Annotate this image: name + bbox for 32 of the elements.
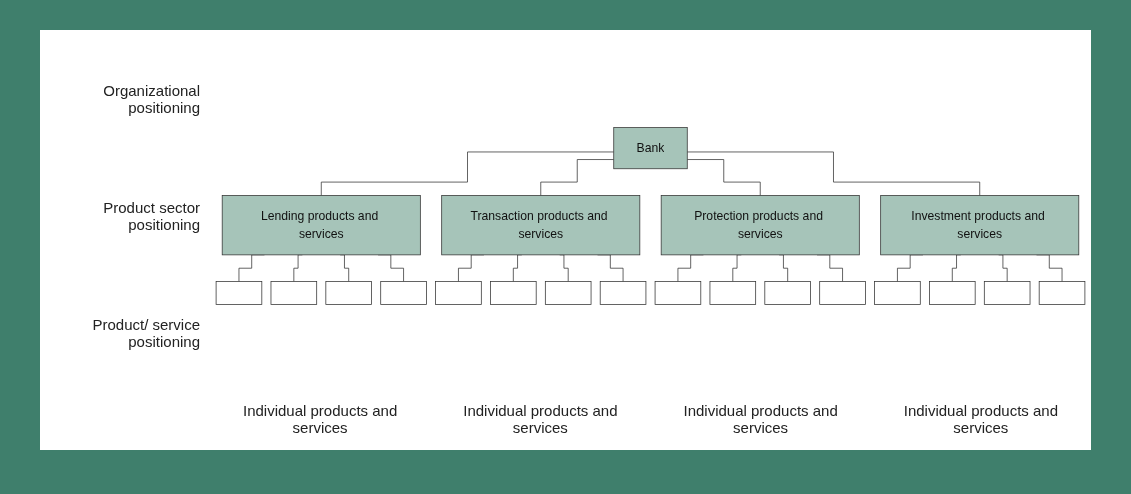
node-box [380, 281, 427, 305]
node-box [490, 281, 537, 305]
node-box [819, 281, 866, 305]
connector [686, 159, 761, 196]
node-box [929, 281, 976, 305]
node-box [983, 281, 1031, 305]
node-box: Protection products and services [660, 195, 860, 256]
node-box [270, 281, 318, 305]
node-box: Bank [613, 127, 688, 170]
connector [540, 159, 615, 196]
node-box: Transaction products and services [441, 195, 641, 256]
node-box [654, 281, 702, 305]
node-box [544, 281, 592, 305]
node-box [709, 281, 757, 305]
group-caption: Individual products and services [682, 402, 839, 436]
connector [686, 151, 981, 196]
group-caption: Individual products and services [242, 402, 399, 436]
node-box [325, 281, 372, 305]
group-caption: Individual products and services [462, 402, 619, 436]
node-box [874, 281, 921, 305]
level-label: Organizational positioning [102, 81, 201, 116]
node-box [599, 281, 647, 305]
node-box [215, 281, 263, 305]
node-box [764, 281, 811, 305]
group-caption: Individual products and services [902, 402, 1059, 436]
level-label: Product/ service positioning [91, 316, 201, 351]
node-box [435, 281, 482, 305]
node-box [1038, 281, 1086, 305]
node-box: Investment products and services [880, 195, 1080, 256]
connector [320, 151, 615, 196]
node-box: Lending products and services [221, 195, 421, 256]
level-label: Product sector positioning [102, 199, 201, 233]
